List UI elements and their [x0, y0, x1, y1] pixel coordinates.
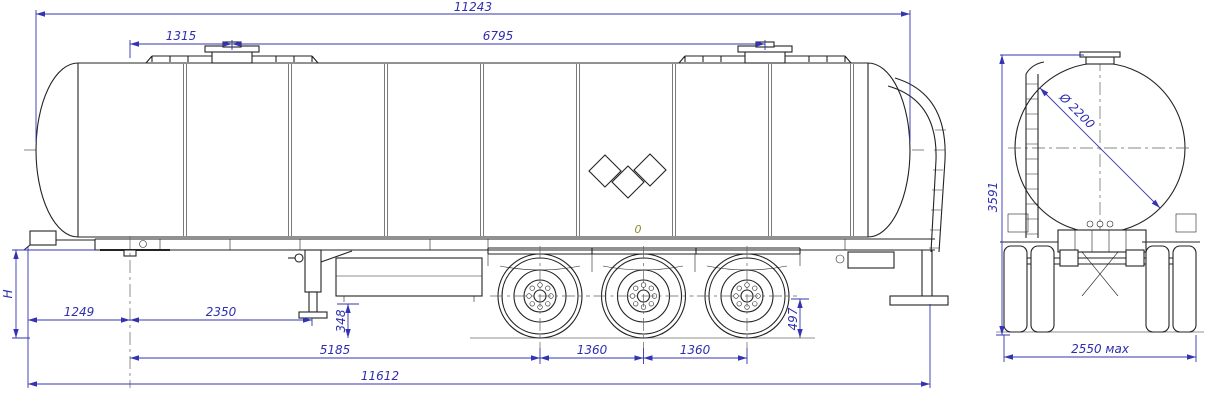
dim-label-3591: 3591	[986, 182, 1000, 213]
tank-body	[35, 62, 911, 238]
tank-end-seams	[77, 63, 869, 237]
dim-rear-clearance: 497	[786, 298, 809, 338]
dim-label-11612: 11612	[361, 369, 399, 383]
dimensions: 11243 1315 6795 H 1249 2350 348	[1, 0, 1197, 388]
dim-label-497: 497	[786, 307, 800, 330]
dim-hatch-offsets: 1315 6795	[129, 29, 766, 58]
dim-label-1360-b: 1360	[680, 343, 711, 357]
dim-landing-clearance: 348	[334, 303, 359, 338]
landing-gear	[288, 249, 353, 319]
dim-label-1249: 1249	[64, 305, 95, 319]
dim-row-front: 1249 2350	[28, 305, 312, 323]
rear-access-ladder	[1025, 61, 1045, 238]
dim-label-1360-a: 1360	[577, 343, 608, 357]
dim-label-2350: 2350	[206, 305, 237, 319]
dim-overall-length: 11612	[28, 369, 930, 387]
hazard-placards	[588, 153, 667, 199]
dim-label-1315: 1315	[166, 29, 197, 43]
tank-ring-stiffeners	[183, 64, 854, 236]
dim-overall-height: 3591	[986, 54, 1084, 336]
rear-undercarriage	[1007, 213, 1197, 297]
side-view: 0	[23, 41, 949, 349]
rear-ladder-bumper	[835, 77, 949, 306]
dim-label-H: H	[1, 289, 15, 298]
side-equipment-box	[335, 257, 483, 302]
dim-label-2550: 2550 мах	[1071, 342, 1130, 356]
datum-zero-label: 0	[635, 223, 642, 236]
dim-label-348: 348	[334, 309, 348, 332]
dim-row-axles: 5185 1360 1360	[130, 343, 747, 361]
rear-wheels	[1000, 241, 1200, 333]
dim-fifth-wheel-height: H	[1, 249, 95, 339]
fenders-suspension	[487, 247, 801, 272]
dim-label-overall-top: 11243	[454, 0, 492, 14]
rear-hatch	[1079, 51, 1121, 65]
dim-overall-width: 2550 мах	[1003, 335, 1197, 362]
dim-label-6795: 6795	[483, 29, 514, 43]
dim-overall-top: 11243	[35, 0, 911, 142]
dim-label-5185: 5185	[320, 343, 351, 357]
rear-view	[996, 51, 1204, 333]
